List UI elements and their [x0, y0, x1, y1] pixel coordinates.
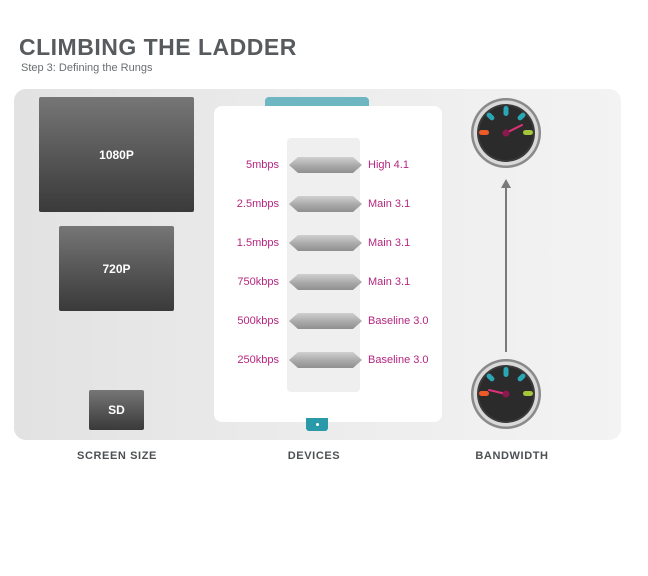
rung-bitrate: 2.5mbps	[236, 198, 279, 210]
rung-bar	[289, 196, 362, 212]
rung-bar	[289, 352, 362, 368]
column-label-screen-size: SCREEN SIZE	[77, 450, 157, 462]
device-home-button	[315, 423, 319, 426]
gauge-low-icon	[471, 359, 541, 429]
screen-720p-label: 720P	[102, 261, 131, 276]
page-title: CLIMBING THE LADDER	[19, 34, 297, 60]
rung-bitrate: 750kbps	[237, 276, 279, 288]
screen-1080p-label: 1080P	[99, 147, 134, 162]
arrow-up-icon	[501, 179, 511, 188]
column-label-devices: DEVICES	[287, 450, 341, 462]
device-frame-bottom	[306, 418, 328, 431]
ladder-rail	[287, 138, 360, 392]
screen-720p: 720P	[59, 226, 174, 311]
screen-sd: SD	[89, 390, 144, 430]
rung-bar	[289, 274, 362, 290]
page-subtitle: Step 3: Defining the Rungs	[21, 62, 153, 74]
rung-profile: Main 3.1	[368, 198, 411, 210]
rung-bar	[289, 313, 362, 329]
screen-sd-label: SD	[108, 403, 125, 417]
rung-profile: Baseline 3.0	[368, 354, 429, 366]
rung-bitrate: 5mbps	[245, 159, 279, 171]
rung-profile: High 4.1	[368, 159, 409, 171]
rung-profile: Main 3.1	[368, 237, 411, 249]
rung-bitrate: 1.5mbps	[236, 237, 279, 249]
bandwidth-arrow-line	[505, 186, 507, 352]
rung-bar	[289, 235, 362, 251]
rung-profile: Baseline 3.0	[368, 315, 429, 327]
screen-1080p: 1080P	[39, 97, 194, 212]
rung-profile: Main 3.1	[368, 276, 411, 288]
gauge-high-icon	[471, 98, 541, 168]
rung-bitrate: 500kbps	[237, 315, 279, 327]
column-label-bandwidth: BANDWIDTH	[475, 450, 549, 462]
rung-bitrate: 250kbps	[237, 354, 279, 366]
rung-bar	[289, 157, 362, 173]
